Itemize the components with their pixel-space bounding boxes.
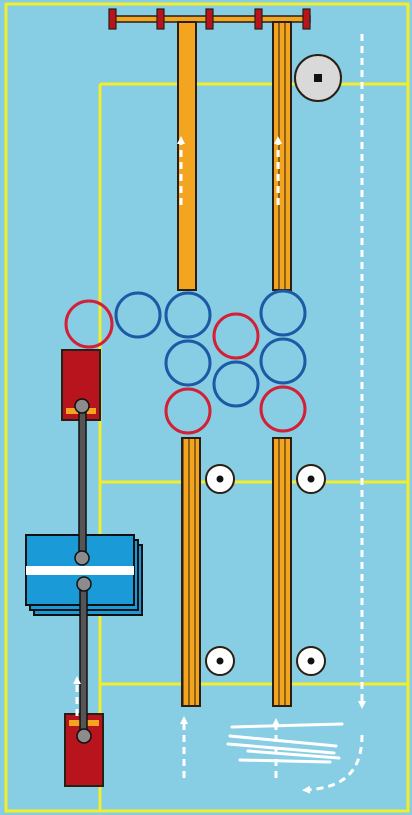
lift-mechanism: [25, 349, 143, 787]
outer-border: [4, 2, 410, 813]
top-bar-post: [108, 8, 117, 30]
lower-rod: [79, 583, 88, 737]
top-bar-post: [205, 8, 214, 30]
pin-icon: [296, 646, 326, 676]
stick-pile: [226, 722, 344, 764]
blue-ring: [212, 360, 260, 408]
blue-ring: [164, 339, 212, 387]
blue-ring: [164, 291, 212, 339]
red-ring: [164, 387, 212, 435]
top-bar: [108, 8, 311, 30]
joint: [76, 728, 92, 744]
joint: [74, 550, 90, 566]
disc-icon: [294, 54, 342, 102]
blue-ring: [259, 289, 307, 337]
pin-group: [205, 464, 326, 676]
blue-ring: [114, 291, 162, 339]
pin-icon: [205, 464, 235, 494]
joint: [74, 398, 90, 414]
red-ring: [212, 312, 260, 360]
top-bar-post: [156, 8, 165, 30]
red-ring: [64, 299, 114, 349]
pin-icon: [205, 646, 235, 676]
blue-ring: [259, 337, 307, 385]
upper-ramp-left: [177, 21, 197, 291]
ring-cluster: [64, 289, 307, 435]
joint: [76, 576, 92, 592]
upper-rod: [78, 405, 87, 559]
upper-ramp-right: [272, 21, 292, 291]
top-bar-post: [302, 8, 311, 30]
field-border-lines: [4, 2, 410, 813]
top-bar-post: [254, 8, 263, 30]
red-ring: [259, 385, 307, 433]
lower-ramp-left: [181, 437, 201, 707]
lower-ramp-right: [272, 437, 292, 707]
pin-icon: [296, 464, 326, 494]
path-arrows: [73, 34, 366, 794]
